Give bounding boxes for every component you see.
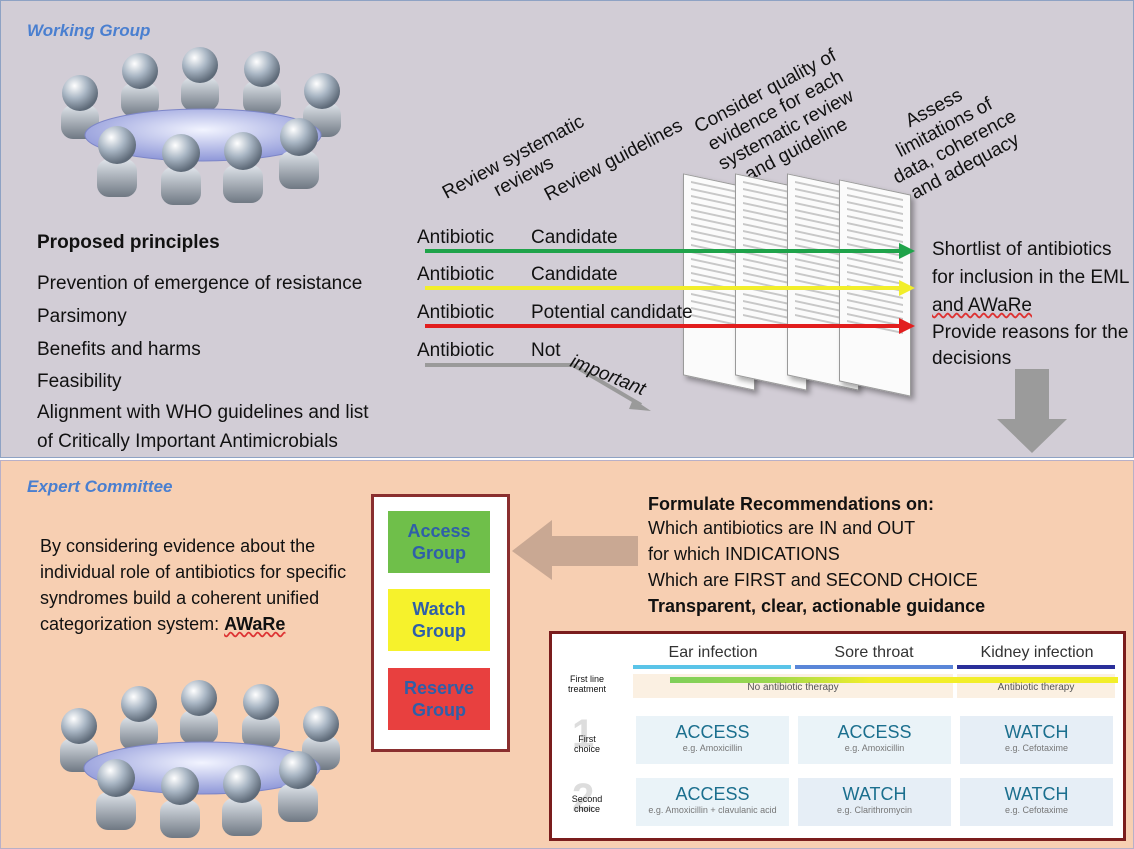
principle-item: of Critically Important Antimicrobials — [37, 431, 338, 452]
row-status-label: Potential candidate — [531, 302, 693, 323]
first-number: 1 — [572, 712, 595, 756]
principle-item: Parsimony — [37, 306, 127, 327]
expert-people-illustration — [60, 680, 340, 838]
working-group-panel: Working Group Proposed principles Preven… — [0, 0, 1134, 458]
recommend-line: Which antibiotics are IN and OUT — [648, 518, 916, 538]
row-status-label: Candidate — [531, 227, 618, 248]
aware-word: AWaRe — [224, 614, 286, 634]
outcome-line: Shortlist of antibiotics — [932, 239, 1112, 260]
column-header: Ear infection — [668, 644, 758, 661]
row-arrow-red — [425, 318, 915, 334]
second-choice-label: Second choice — [571, 794, 603, 814]
row-status-label: Candidate — [531, 264, 618, 285]
description-line: By considering evidence about the — [40, 536, 316, 556]
watch-group: Watch Group — [388, 589, 490, 651]
row-arrow-grey — [425, 363, 651, 411]
reserve-group: Reserve Group — [388, 668, 490, 730]
aware-groups-box: Access Group Watch Group Reserve Group — [371, 494, 510, 752]
column-bar — [795, 665, 953, 669]
row-antibiotic-label: Antibiotic — [417, 302, 495, 323]
principle-item: Benefits and harms — [37, 339, 201, 360]
flow-arrows — [425, 243, 1067, 453]
row-antibiotic-label: Antibiotic — [417, 227, 495, 248]
principle-item: Feasibility — [37, 371, 122, 392]
no-therapy-text: No antibiotic therapy — [747, 682, 839, 693]
outcome-line: and AWaRe — [932, 295, 1032, 316]
row-antibiotic-label: Antibiotic — [417, 340, 495, 361]
recommend-line: Which are FIRST and SECOND CHOICE — [648, 570, 978, 590]
outcome-line: decisions — [932, 348, 1012, 369]
recommend-line: for which INDICATIONS — [648, 544, 840, 564]
expert-committee-title: Expert Committee — [27, 477, 173, 496]
second-number: 2 — [572, 776, 595, 820]
row-antibiotic-label: Antibiotic — [417, 264, 495, 285]
description-line-final: categorization system: AWaRe — [40, 614, 286, 634]
recommend-heading: Formulate Recommendations on: — [648, 494, 935, 514]
meeting-people-illustration — [61, 47, 341, 205]
outcome-line: Provide reasons for the — [932, 322, 1129, 343]
principle-item: Prevention of emergence of resistance — [37, 273, 363, 294]
first-line-yellow-bar — [970, 677, 1118, 683]
down-arrow — [997, 369, 1067, 453]
row-arrow-yellow — [425, 280, 915, 296]
first-line-gradient-bar — [670, 677, 970, 683]
row-arrow-green — [425, 243, 915, 259]
column-bar — [957, 665, 1115, 669]
description-line: individual role of antibiotics for speci… — [40, 562, 347, 582]
description-line: syndromes build a coherent unified — [40, 588, 320, 608]
therapy-text: Antibiotic therapy — [997, 682, 1075, 693]
outcome-line: for inclusion in the EML — [932, 267, 1130, 288]
column-bar — [633, 665, 791, 669]
principles-heading: Proposed principles — [37, 232, 220, 253]
column-header: Kidney infection — [980, 644, 1094, 661]
recommend-bold: Transparent, clear, actionable guidance — [648, 596, 986, 616]
principle-item: Alignment with WHO guidelines and list — [37, 402, 369, 423]
first-line-label: First line treatment — [567, 674, 607, 694]
row-status-label: Not — [531, 340, 561, 361]
recommendation-table: Ear infection Sore throat Kidney infecti… — [549, 631, 1126, 841]
left-arrow — [512, 520, 638, 580]
working-group-title: Working Group — [27, 21, 151, 40]
access-group: Access Group — [388, 511, 490, 573]
first-choice-label: First choice — [573, 734, 600, 754]
column-header: Sore throat — [834, 644, 914, 661]
